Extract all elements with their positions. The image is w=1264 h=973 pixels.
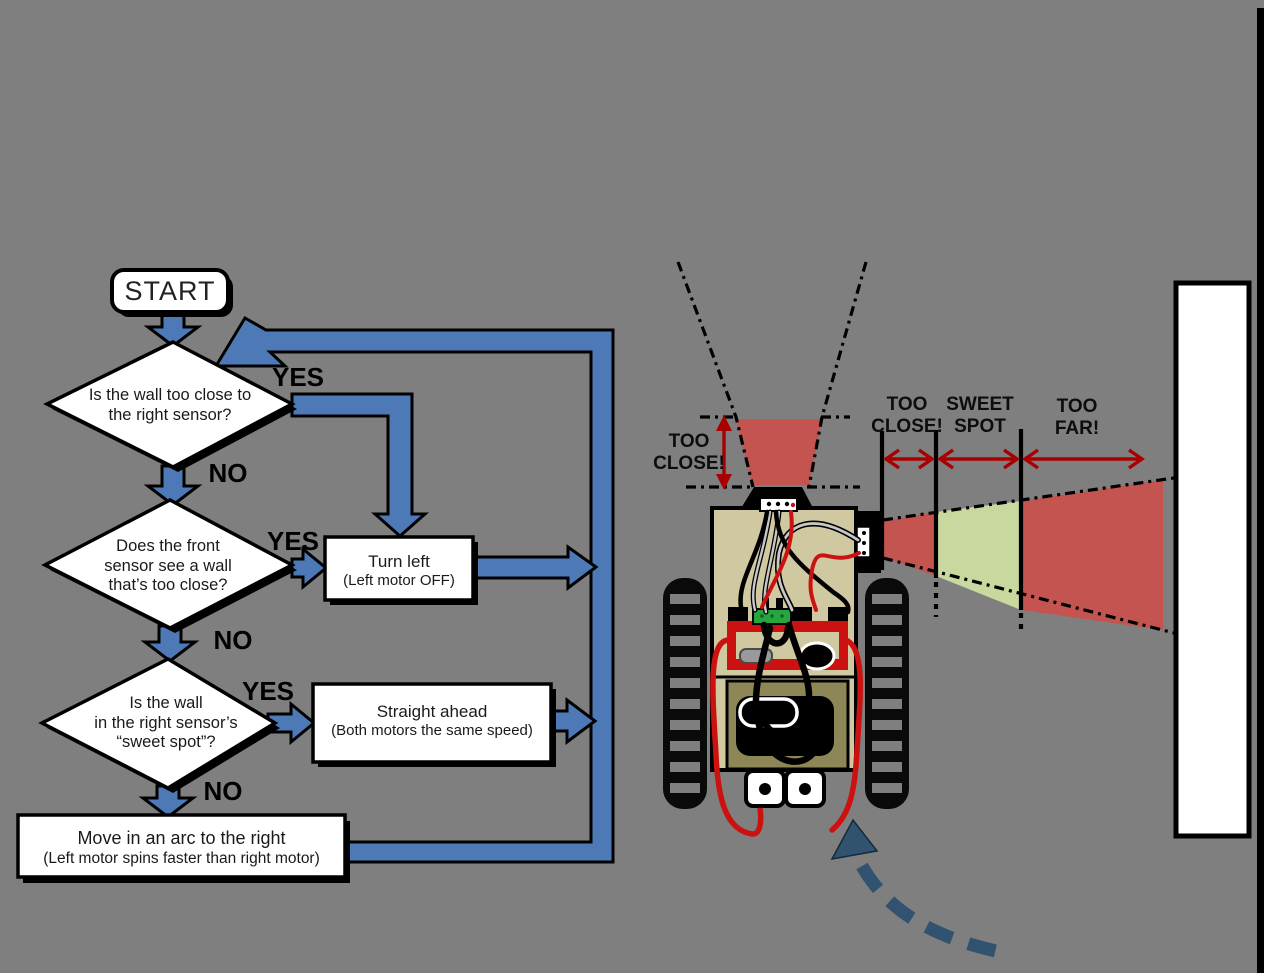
- right-tread: [865, 578, 909, 809]
- decision-2-text: Does the front sensor see a wall that’s …: [58, 537, 278, 596]
- front-zone-line1: TOO: [668, 431, 710, 452]
- side-zone-3-line1: TOO: [1056, 396, 1098, 417]
- rear-switches: [744, 769, 826, 808]
- decision-1-line1: Is the wall too close to: [88, 386, 252, 404]
- decision-3-shape: [38, 657, 279, 791]
- turn-left-subtitle: (Left motor OFF): [343, 572, 455, 589]
- decision-3-line1: Is the wall: [129, 694, 203, 712]
- front-zone-line2: CLOSE!: [653, 453, 725, 474]
- decision-1-text: Is the wall too close to the right senso…: [50, 386, 290, 425]
- side-zone-label-too-far: TOO FAR!: [1033, 396, 1121, 440]
- front-measure-arrow: [716, 415, 732, 490]
- arrow-d2-yes: [290, 545, 329, 591]
- no-label-1: NO: [208, 458, 248, 488]
- side-too-close-zone: [883, 512, 936, 576]
- right-border-strip: [1257, 8, 1264, 973]
- side-zone-1-line1: TOO: [886, 394, 928, 415]
- wall: [1173, 280, 1252, 839]
- process-straight-shape: [311, 682, 553, 764]
- arc-title: Move in an arc to the right: [77, 828, 286, 848]
- rear-compartment: [712, 675, 856, 771]
- arc-subtitle: (Left motor spins faster than right moto…: [43, 850, 320, 867]
- motion-path-arrow: [830, 818, 1012, 961]
- decision-1-line2: the right sensor?: [108, 405, 232, 424]
- start-node-label: START: [124, 276, 216, 306]
- side-zone-1-line2: CLOSE!: [871, 416, 943, 437]
- decision-2-line1: Does the front: [116, 537, 220, 555]
- arrow-d3-no: [138, 784, 198, 819]
- process-straight-text: Straight ahead (Both motors the same spe…: [313, 701, 551, 740]
- side-zone-3-line2: FAR!: [1054, 418, 1100, 439]
- process-arc-text: Move in an arc to the right (Left motor …: [18, 827, 345, 868]
- side-zone-label-too-close: TOO CLOSE!: [863, 394, 951, 438]
- robot-illustration: [663, 8, 1264, 973]
- decision-2-shape: [41, 498, 296, 630]
- process-arc-shape: [16, 813, 347, 879]
- flow-connectors: [138, 310, 615, 864]
- yes-label-1: YES: [271, 362, 325, 392]
- zone-dividers: [879, 429, 1024, 631]
- side-measure-arrows: [883, 448, 1145, 470]
- side-sweet-spot-zone: [936, 501, 1021, 610]
- decision-3-text: Is the wall in the right sensor’s “sweet…: [48, 694, 284, 753]
- left-tread: [663, 578, 707, 809]
- front-too-close-zone: [736, 419, 822, 485]
- arrow-straight-to-loop: [551, 697, 598, 745]
- start-node-shape: [110, 268, 230, 314]
- decision-1-shape: [43, 340, 296, 469]
- turn-left-title: Turn left: [368, 552, 430, 571]
- yes-label-2: YES: [266, 526, 320, 556]
- side-zone-2-line2: SPOT: [954, 416, 1006, 437]
- front-sensor: [740, 487, 814, 512]
- arrow-d1-yes: [290, 392, 429, 538]
- arrow-d1-no: [143, 464, 203, 507]
- process-turn-left-text: Turn left (Left motor OFF): [325, 551, 473, 590]
- no-label-3: NO: [203, 776, 243, 806]
- robot-wiring: [710, 509, 863, 837]
- decision-3-line3: “sweet spot”?: [116, 733, 216, 751]
- front-cone-lines: [676, 261, 868, 489]
- side-zone-2-line1: SWEET: [946, 394, 1014, 415]
- decision-3-line2: in the right sensor’s: [94, 713, 238, 732]
- flow-nodes: [16, 268, 553, 879]
- arrow-d2-no: [140, 624, 200, 663]
- straight-subtitle: (Both motors the same speed): [331, 722, 533, 739]
- flowchart: [16, 268, 615, 883]
- process-turn-left-shape: [323, 535, 475, 602]
- yes-label-3: YES: [241, 676, 295, 706]
- decision-2-line3: that’s too close?: [108, 576, 228, 594]
- no-label-2: NO: [213, 625, 253, 655]
- side-too-far-zone: [1021, 480, 1163, 630]
- straight-title: Straight ahead: [376, 702, 488, 721]
- front-zone-label: TOO CLOSE!: [646, 431, 732, 475]
- arrow-turnleft-to-loop: [472, 544, 599, 591]
- side-cone-borders: [882, 476, 1175, 635]
- side-zone-label-sweet-spot: SWEET SPOT: [936, 394, 1024, 438]
- decision-2-line2: sensor see a wall: [104, 556, 232, 575]
